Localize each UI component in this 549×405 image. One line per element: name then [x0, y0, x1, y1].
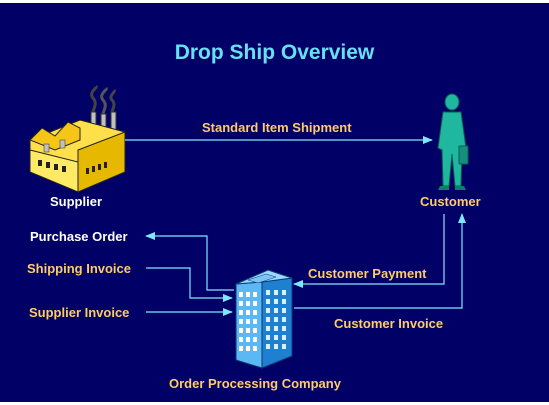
building-window: [246, 328, 250, 333]
purchase-order-arrow: [145, 232, 234, 291]
supplier-label: Supplier: [50, 194, 103, 209]
businessman-icon: [437, 93, 469, 190]
building-window: [274, 290, 278, 295]
building-window: [246, 337, 250, 342]
building-window: [282, 344, 286, 349]
building-window: [239, 337, 243, 342]
building-window: [266, 335, 270, 340]
building-window: [246, 346, 250, 351]
building-window: [239, 301, 243, 306]
customer-invoice-arrow: [294, 213, 466, 309]
building-window: [282, 326, 286, 331]
building-window: [266, 308, 270, 313]
shipping-invoice-label: Shipping Invoice: [27, 261, 132, 276]
flow-arrows: [125, 136, 466, 316]
building-window: [246, 319, 250, 324]
building-window: [239, 319, 243, 324]
building-window: [253, 310, 257, 315]
standard-item-shipment-label: Standard Item Shipment: [202, 120, 352, 135]
building-window: [253, 328, 257, 333]
purchase-order-label: Purchase Order: [30, 229, 128, 244]
building-window: [266, 299, 270, 304]
building-window: [253, 319, 257, 324]
customer-payment-label: Customer Payment: [308, 266, 427, 281]
supplier-invoice-label: Supplier Invoice: [29, 305, 130, 320]
building-window: [266, 344, 270, 349]
building-window: [253, 337, 257, 342]
office-building-icon: [235, 269, 293, 369]
building-window: [246, 292, 250, 297]
building-window: [282, 299, 286, 304]
building-window: [274, 308, 278, 313]
building-window: [282, 335, 286, 340]
building-window: [266, 290, 270, 295]
building-window: [246, 301, 250, 306]
building-window: [266, 326, 270, 331]
building-window: [253, 346, 257, 351]
order-processing-company-label: Order Processing Company: [169, 376, 341, 391]
building-window: [274, 326, 278, 331]
diagram-title: Drop Ship Overview: [174, 41, 375, 64]
building-window: [274, 344, 278, 349]
customer-payment-arrow: [293, 214, 445, 288]
building-window: [282, 290, 286, 295]
building-window: [274, 317, 278, 322]
building-window: [253, 292, 257, 297]
customer-label: Customer: [420, 194, 481, 209]
factory-icon: [29, 84, 126, 193]
building-window: [266, 317, 270, 322]
customer-invoice-label: Customer Invoice: [334, 316, 444, 331]
top-border: [0, 0, 549, 3]
building-window: [253, 301, 257, 306]
building-window: [239, 328, 243, 333]
building-window: [274, 299, 278, 304]
bottom-border: [0, 402, 549, 405]
building-window: [246, 310, 250, 315]
building-window: [282, 308, 286, 313]
building-window: [239, 346, 243, 351]
shipping-invoice-arrow: [146, 267, 233, 302]
building-window: [239, 292, 243, 297]
building-window: [282, 317, 286, 322]
building-window: [274, 335, 278, 340]
building-window: [239, 310, 243, 315]
